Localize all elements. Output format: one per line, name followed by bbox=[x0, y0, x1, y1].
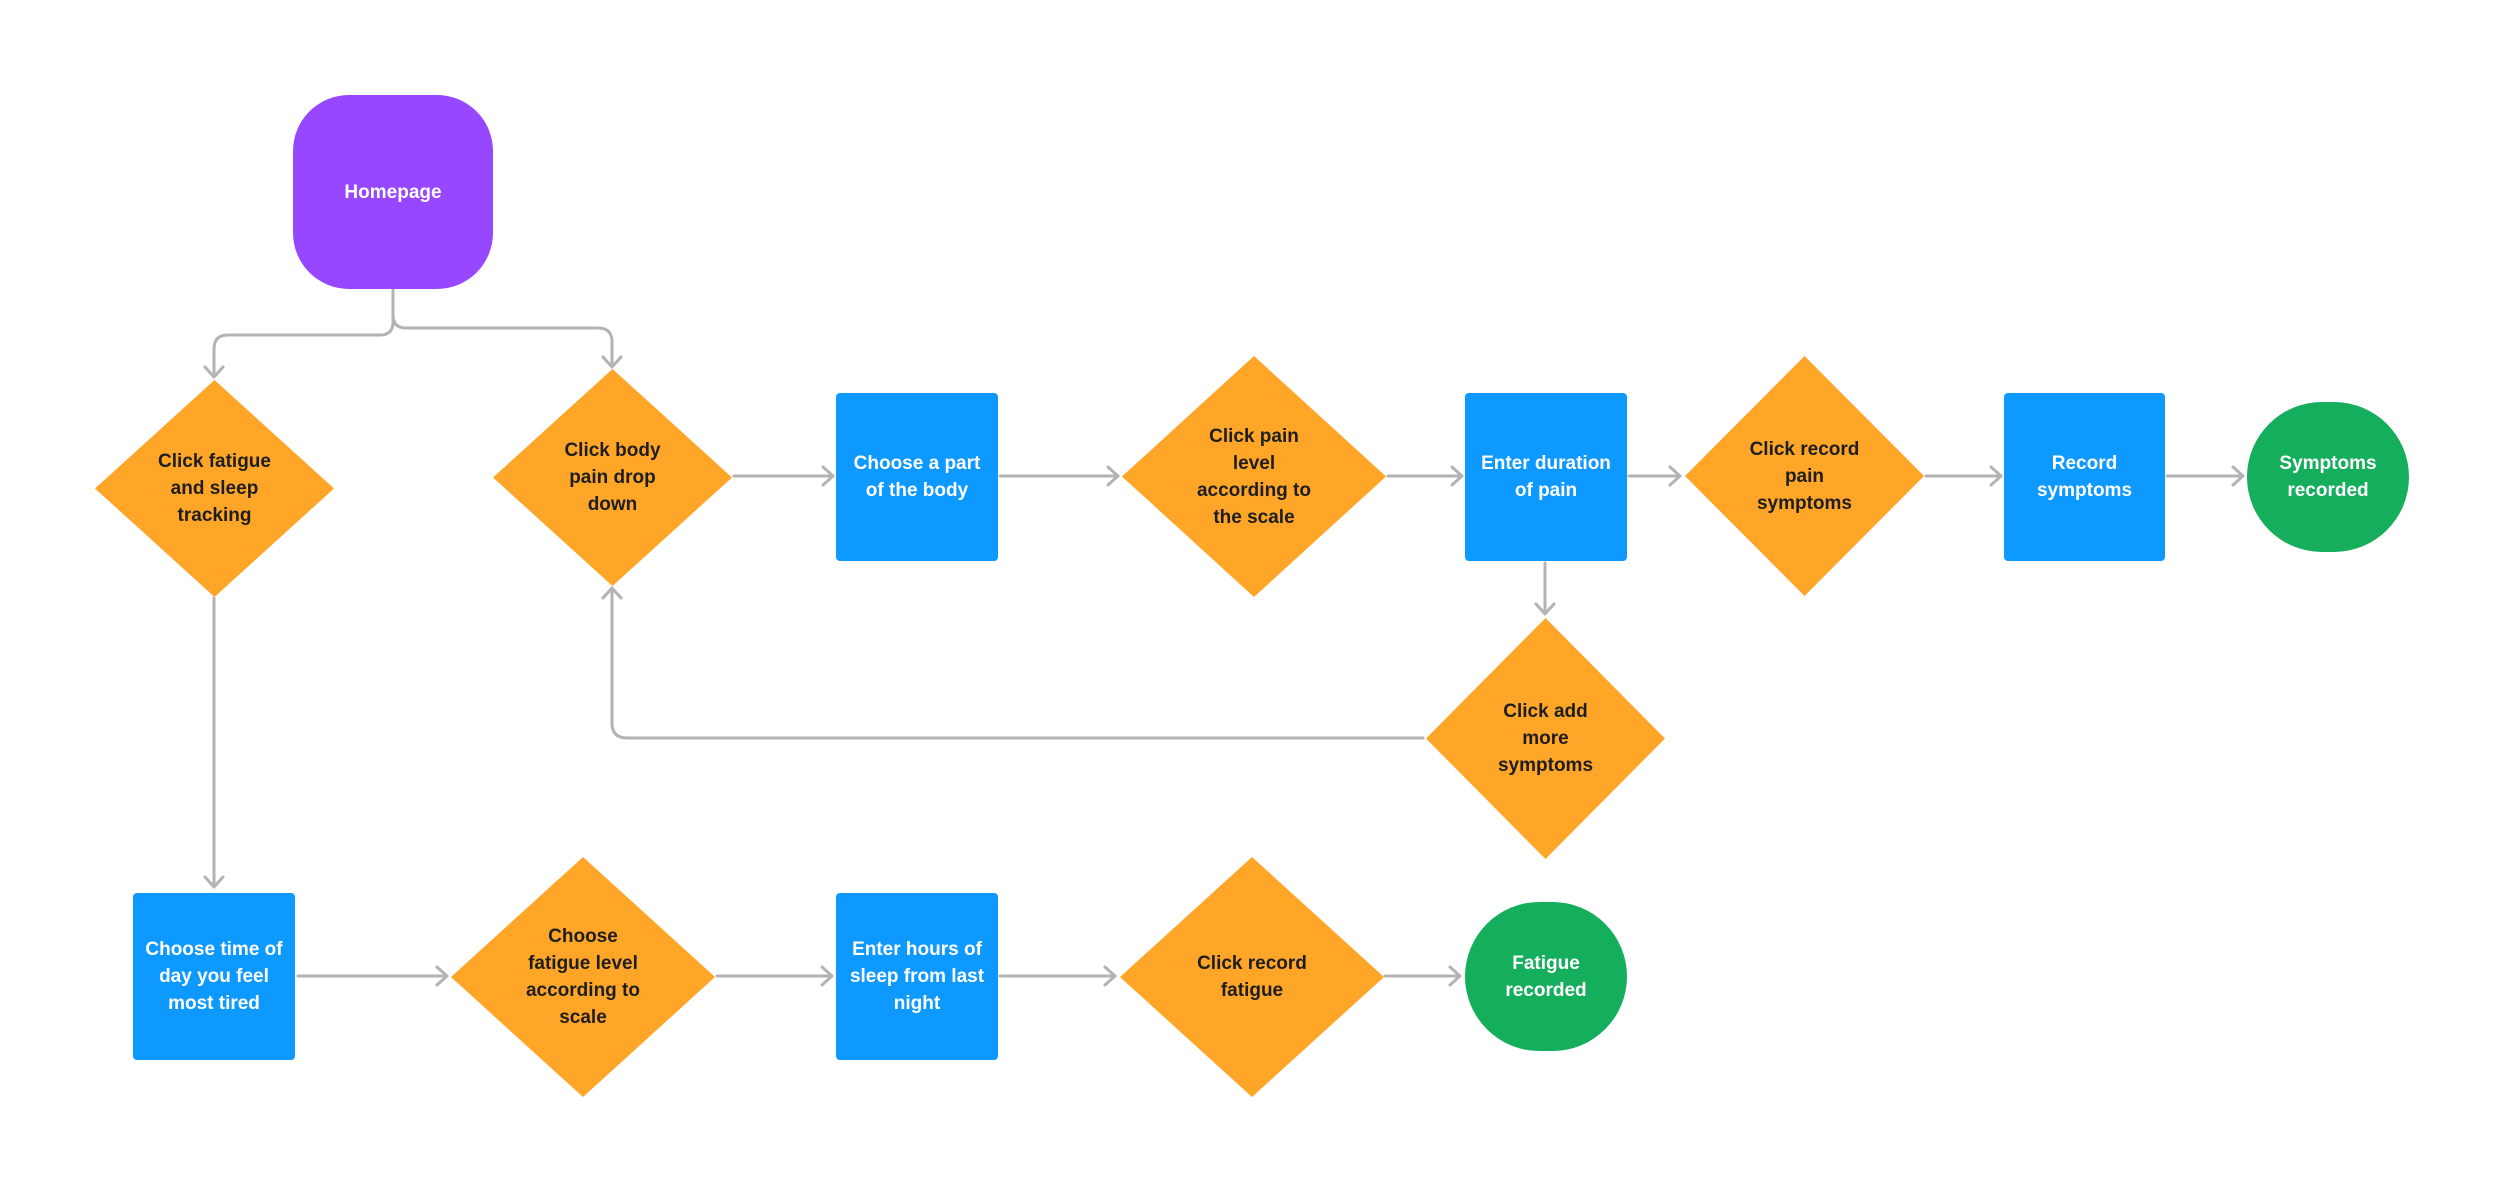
click-add-more-decision: Click add more symptoms bbox=[1426, 618, 1665, 859]
choose-fatigue-level-decision: Choose fatigue level according to scale bbox=[451, 857, 715, 1097]
arrowhead-choose-time-of-day bbox=[203, 875, 225, 889]
click-body-pain-label: Click body pain drop down bbox=[564, 440, 661, 515]
arrowhead-click-record-fatigue bbox=[1103, 965, 1117, 987]
arrowhead-click-body-pain-bottom bbox=[601, 586, 623, 600]
arrowhead-click-add-more bbox=[1534, 602, 1556, 616]
connector-homepage-to-click-fatigue bbox=[212, 288, 395, 378]
choose-time-of-day-label: Choose time of day you feel most tired bbox=[145, 939, 283, 1014]
enter-duration-process: Enter duration of pain bbox=[1465, 393, 1627, 561]
symptoms-recorded-end: Symptoms recorded bbox=[2247, 402, 2409, 552]
click-add-more-label: Click add more symptoms bbox=[1497, 701, 1594, 776]
fatigue-recorded-end: Fatigue recorded bbox=[1465, 902, 1627, 1051]
enter-sleep-hours-process: Enter hours of sleep from last night bbox=[836, 893, 998, 1060]
record-symptoms-label: Record symptoms bbox=[2036, 453, 2133, 501]
click-record-fatigue-decision: Click record fatigue bbox=[1120, 857, 1384, 1097]
arrowhead-record-symptoms bbox=[1989, 465, 2003, 487]
click-record-pain-label: Click record pain symptoms bbox=[1749, 438, 1860, 514]
enter-duration-label: Enter duration of pain bbox=[1481, 453, 1611, 501]
connector-homepage-to-click-body-pain bbox=[391, 288, 614, 368]
click-body-pain-decision: Click body pain drop down bbox=[493, 369, 732, 586]
homepage-label: Homepage bbox=[344, 181, 442, 203]
arrowhead-click-body-pain-top bbox=[601, 355, 623, 369]
arrowhead-choose-body-part bbox=[821, 465, 835, 487]
choose-body-part-process: Choose a part of the body bbox=[836, 393, 998, 561]
homepage-node: Homepage bbox=[293, 95, 493, 289]
arrowhead-fatigue-recorded bbox=[1448, 965, 1462, 987]
arrowhead-symptoms-recorded bbox=[2231, 465, 2245, 487]
click-fatigue-label: Click fatigue and sleep tracking bbox=[158, 451, 271, 526]
click-record-pain-decision: Click record pain symptoms bbox=[1685, 356, 1924, 596]
enter-sleep-hours-label: Enter hours of sleep from last night bbox=[849, 939, 985, 1014]
click-fatigue-decision: Click fatigue and sleep tracking bbox=[95, 380, 334, 597]
click-pain-level-decision: Click pain level according to the scale bbox=[1122, 356, 1386, 597]
choose-time-of-day-process: Choose time of day you feel most tired bbox=[133, 893, 295, 1060]
arrowhead-enter-duration bbox=[1450, 465, 1464, 487]
choose-fatigue-level-label: Choose fatigue level according to scale bbox=[525, 926, 640, 1028]
record-symptoms-process: Record symptoms bbox=[2004, 393, 2165, 561]
connector-add-more-to-body-pain bbox=[610, 586, 1425, 740]
arrowhead-click-fatigue bbox=[203, 365, 225, 379]
choose-body-part-label: Choose a part of the body bbox=[853, 453, 981, 501]
click-pain-level-label: Click pain level according to the scale bbox=[1196, 425, 1311, 528]
symptoms-recorded-label: Symptoms recorded bbox=[2279, 453, 2377, 501]
arrowhead-enter-sleep-hours bbox=[820, 965, 834, 987]
arrowhead-click-pain-level bbox=[1106, 465, 1120, 487]
fatigue-recorded-label: Fatigue recorded bbox=[1505, 952, 1587, 1001]
click-record-fatigue-label: Click record fatigue bbox=[1197, 953, 1307, 1001]
arrowhead-choose-fatigue-level bbox=[435, 965, 449, 987]
arrowhead-click-record-pain bbox=[1668, 465, 1682, 487]
